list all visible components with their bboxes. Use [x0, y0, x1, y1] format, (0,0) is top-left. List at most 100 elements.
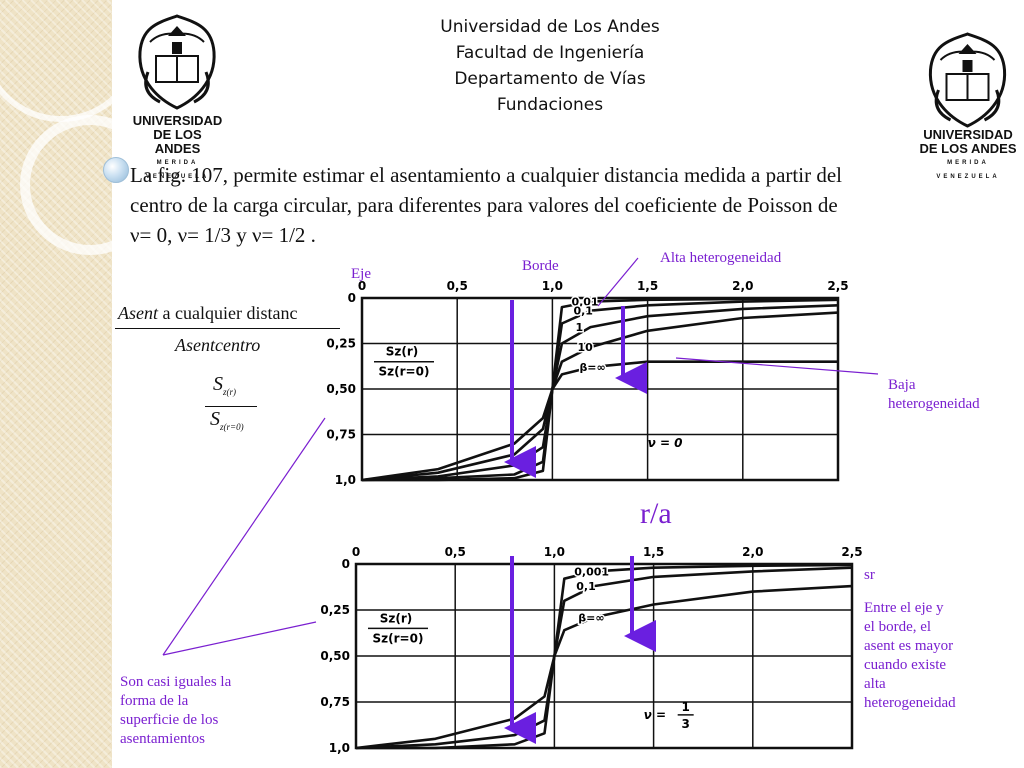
series-label: β=∞ — [579, 361, 605, 374]
crest-icon — [928, 32, 1007, 128]
body-paragraph: La fig. 107, permite estimar el asentami… — [130, 160, 1010, 250]
pointer-line-alta — [597, 257, 639, 307]
y-tick-label: 0,75 — [326, 428, 356, 442]
logo-name-line1: UNIVERSIDAD — [923, 127, 1013, 142]
decorative-ring — [20, 115, 160, 255]
formula-fraction-bar — [115, 328, 340, 329]
x-tick-label: 0 — [358, 279, 366, 293]
header-university: Universidad de Los Andes — [440, 17, 660, 37]
note-line: Entre el eje y — [864, 600, 944, 616]
note-line: forma de la — [120, 693, 189, 709]
label-son-casi-iguales: Son casi iguales la forma de la superfic… — [120, 673, 290, 749]
note-line: asent es mayor — [864, 638, 954, 654]
y-tick-label: 1,0 — [329, 741, 350, 755]
series-curve — [361, 311, 839, 482]
series-curve — [355, 566, 853, 750]
label-borde: Borde — [522, 258, 559, 274]
x-tick-label: 1,0 — [544, 545, 565, 559]
y-tick-label: 0 — [342, 557, 350, 571]
header-course: Fundaciones — [496, 95, 604, 115]
x-tick-label: 0,5 — [447, 279, 468, 293]
header-department: Departamento de Vías — [454, 69, 646, 89]
x-tick-label: 1,0 — [542, 279, 563, 293]
y-tick-label: 0 — [348, 291, 356, 305]
label-baja-line2: heterogeneidad — [888, 396, 980, 412]
formula-s-subscript: z(r) — [223, 387, 236, 397]
label-entre-eje-borde: Entre el eje y el borde, el asent es may… — [864, 599, 1014, 713]
formula-s-numerator: Sz(r) — [213, 373, 236, 402]
series-label: 10 — [577, 341, 593, 354]
paragraph-line: centro de la carga circular, para difere… — [130, 193, 838, 217]
logo-caption: UNIVERSIDAD DE LOS ANDES MERIDA VENEZUEL… — [918, 128, 1018, 184]
bullet-icon — [103, 157, 129, 183]
formula-numerator-text: a cualquier distanc — [162, 303, 298, 323]
series-label: 1 — [575, 321, 583, 334]
label-r-over-a: r/a — [640, 497, 672, 530]
formula-s-symbol: S — [210, 408, 220, 430]
logo-caption: UNIVERSIDAD DE LOS ANDES MERIDA VENEZUEL… — [130, 114, 225, 184]
x-tick-label: 2,5 — [827, 279, 848, 293]
x-tick-label: 2,0 — [732, 279, 753, 293]
formula-numerator-italic: Asent — [118, 303, 158, 323]
x-tick-label: 2,5 — [841, 545, 862, 559]
series-curve — [361, 360, 838, 482]
y-axis-label-denominator: Sz(r=0) — [373, 631, 424, 645]
y-axis-label-denominator: Sz(r=0) — [379, 365, 430, 379]
pointer-line-son-bottom — [162, 621, 317, 656]
formula-s-denominator: Sz(r=0) — [210, 408, 244, 437]
settlement-chart-poisson-0: 0 0,5 1,0 1,5 2,0 2,5 0 0,25 0,50 0,75 1,0 0,010,1 1… — [326, 279, 848, 487]
label-sr: sr — [864, 567, 875, 583]
poisson-label-denominator: 3 — [682, 717, 690, 731]
formula-s-fraction-bar — [205, 406, 257, 407]
y-tick-label: 0,50 — [326, 382, 356, 396]
label-baja-heterogeneidad: Baja heterogeneidad — [888, 376, 980, 414]
logo-name-line2: DE LOS ANDES — [919, 141, 1017, 156]
poisson-label-prefix: ν = — [644, 708, 666, 722]
slide-header: Universidad de Los Andes Facultad de Ing… — [390, 14, 710, 118]
series-label: 0,001 — [574, 565, 609, 578]
note-line: cuando existe — [864, 657, 947, 673]
x-tick-label: 0,5 — [445, 545, 466, 559]
poisson-label: ν = 0 — [648, 436, 683, 450]
poisson-label-numerator: 1 — [682, 700, 690, 714]
series-curve — [356, 563, 853, 750]
paragraph-line: La fig. 107, permite estimar el asentami… — [130, 163, 842, 187]
series-label: β=∞ — [578, 611, 604, 624]
series-curve — [355, 584, 853, 750]
label-baja-line1: Baja — [888, 377, 916, 393]
pointer-line-baja — [675, 357, 879, 375]
x-tick-label: 1,5 — [643, 545, 664, 559]
series-label: 0,01 — [571, 296, 598, 309]
x-tick-label: 0 — [352, 545, 360, 559]
y-axis-label-numerator: Sz(r) — [386, 345, 419, 359]
note-line: Son casi iguales la — [120, 674, 232, 690]
note-line: heterogeneidad — [864, 695, 956, 711]
note-line: el borde, el — [864, 619, 932, 635]
x-tick-label: 1,5 — [637, 279, 658, 293]
y-axis-label-numerator: Sz(r) — [380, 611, 413, 625]
series-label: 0,1 — [576, 580, 596, 593]
note-line: asentamientos — [120, 731, 205, 747]
logo-city: MERIDA VENEZUELA — [145, 160, 210, 180]
y-tick-label: 0,25 — [326, 337, 356, 351]
x-tick-label: 2,0 — [742, 545, 763, 559]
university-logo-right: UNIVERSIDAD DE LOS ANDES MERIDA VENEZUEL… — [918, 30, 1018, 180]
logo-name-line1: UNIVERSIDAD — [132, 113, 223, 128]
pointer-line-son-top — [162, 417, 326, 656]
y-tick-label: 0,50 — [320, 649, 350, 663]
y-tick-label: 1,0 — [335, 473, 356, 487]
series-label: 0,1 — [573, 305, 593, 318]
note-line: alta — [864, 676, 886, 692]
series-curve — [361, 304, 839, 482]
university-logo-left: UNIVERSIDAD DE LOS ANDES MERIDA VENEZUEL… — [130, 12, 225, 180]
formula-s-subscript: z(r=0) — [220, 422, 244, 432]
header-faculty: Facultad de Ingeniería — [455, 43, 645, 63]
y-tick-label: 0,75 — [320, 695, 350, 709]
label-alta-heterogeneidad: Alta heterogeneidad — [660, 250, 782, 266]
formula-s-symbol: S — [213, 373, 223, 395]
series-curve — [361, 298, 839, 482]
formula-numerator: Asent a cualquier distanc — [118, 304, 297, 323]
formula-denominator: Asentcentro — [175, 335, 261, 355]
